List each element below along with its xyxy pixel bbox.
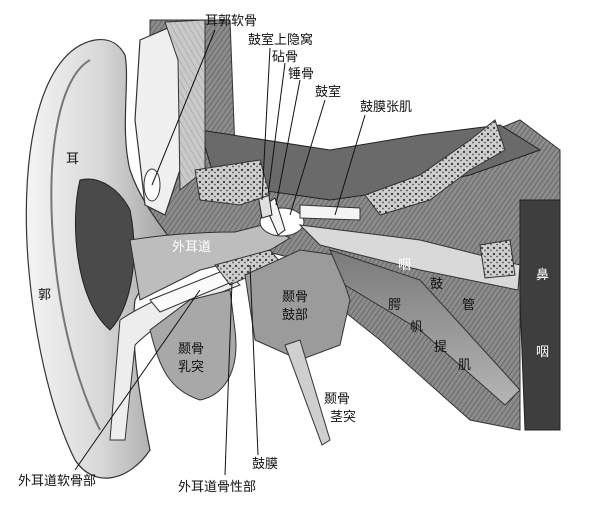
label-styloid-2: 茎突 [330,410,357,425]
label-tube: 管 [462,298,476,313]
label-auricle-1: 耳 [66,152,80,167]
label-tympanic-membrane: 鼓膜 [252,457,279,472]
label-epitympanic-recess: 鼓室上隐窝 [248,33,314,48]
label-auricle-2: 郭 [38,288,52,303]
label-levator-1: 腭 [388,298,402,313]
label-temporal-tympanic-1: 颞骨 [282,290,309,305]
label-malleus: 锤骨 [288,67,315,82]
label-levator-2: 帆 [410,320,424,335]
label-levator-4: 肌 [458,358,472,373]
label-levator-3: 提 [434,340,448,355]
label-auricular-cartilage: 耳郭软骨 [205,14,258,29]
auditory-tube [298,224,521,291]
label-incus: 砧骨 [272,50,299,65]
label-mastoid-1: 颞骨 [178,342,205,357]
label-temporal-tympanic-2: 鼓部 [282,308,309,323]
mastoid-process [149,289,237,401]
label-osseous-canal: 外耳道骨性部 [178,480,257,495]
epitympanic-bone [194,159,271,206]
label-styloid-1: 颞骨 [324,392,351,407]
pointer-lines [74,29,366,476]
label-nose: 鼻 [536,268,550,283]
label-pharynx: 咽 [536,345,550,360]
label-tympanic-1: 鼓 [430,277,444,292]
auricle-helix-fold [50,59,101,431]
label-external-canal: 外耳道 [172,240,212,255]
tympanic-part [244,249,351,361]
levator-veli-palatini [329,249,521,406]
label-mastoid-2: 乳突 [178,360,205,375]
styloid-process [284,339,331,446]
auricle-concha [74,178,135,331]
pharyngeal-wall [519,199,561,431]
label-pharyngo: 咽 [398,258,412,273]
label-tensor-tympani: 鼓膜张肌 [360,100,413,115]
label-cartilaginous-canal: 外耳道软骨部 [18,474,97,489]
label-tympanic-cavity: 鼓室 [315,85,342,100]
tensor-tympani-muscle [299,204,361,221]
tube-cartilage-right [479,239,516,279]
petrous-bone-right [364,119,506,216]
